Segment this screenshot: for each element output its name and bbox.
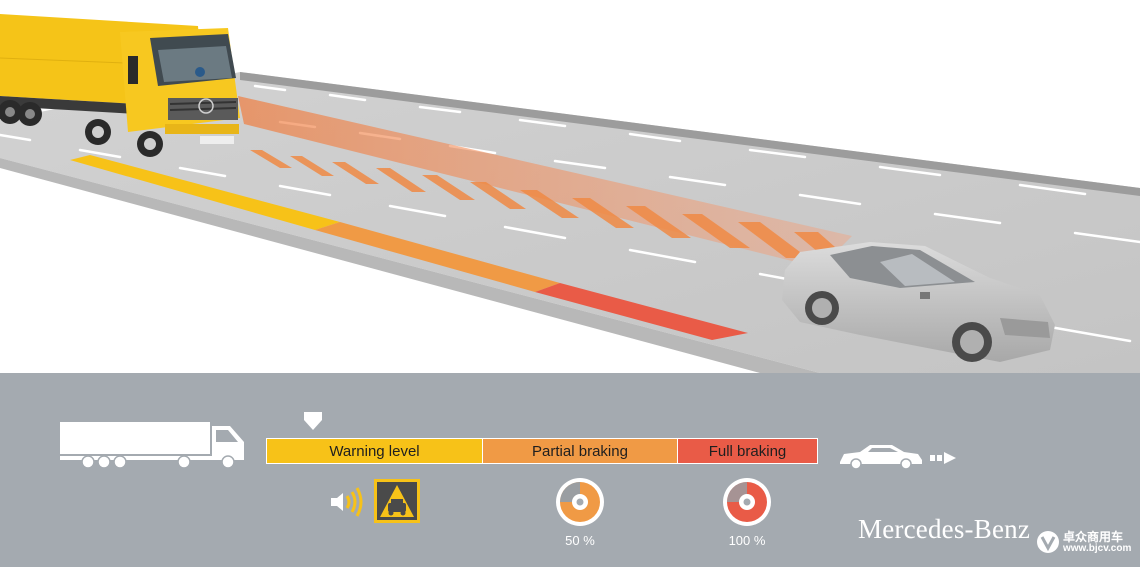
collision-warning-display-icon (374, 479, 420, 523)
car-icon (840, 445, 922, 470)
brand-wordmark: Mercedes-Benz (858, 514, 1031, 544)
full-braking-percent: 100 % (728, 533, 766, 548)
marker-triangle-icon (304, 412, 322, 430)
scale-full-braking: Full braking (678, 438, 818, 464)
zone-warning (70, 155, 340, 230)
zone-partial (315, 222, 560, 292)
scale-partial-braking: Partial braking (483, 438, 678, 464)
partial-braking-percent: 50 % (565, 533, 595, 548)
watermark: 卓众商用车 www.bjcv.com (1036, 528, 1140, 558)
watermark-url: www.bjcv.com (1063, 543, 1132, 554)
road-edge (0, 158, 820, 373)
brake-disc-icon (723, 478, 771, 526)
truck-scene (0, 14, 240, 157)
truck-icon (60, 422, 244, 469)
watermark-logo-icon (1037, 531, 1059, 553)
zone-full (535, 283, 748, 340)
road-scene (0, 14, 1140, 373)
sound-warning-icon (331, 487, 363, 517)
scale-warning-level: Warning level (266, 438, 483, 464)
arrow-right-icon (930, 452, 956, 464)
brake-disc-icon (556, 478, 604, 526)
legend-panel (0, 373, 1140, 567)
watermark-title: 卓众商用车 (1063, 530, 1124, 544)
car-scene (782, 242, 1055, 362)
